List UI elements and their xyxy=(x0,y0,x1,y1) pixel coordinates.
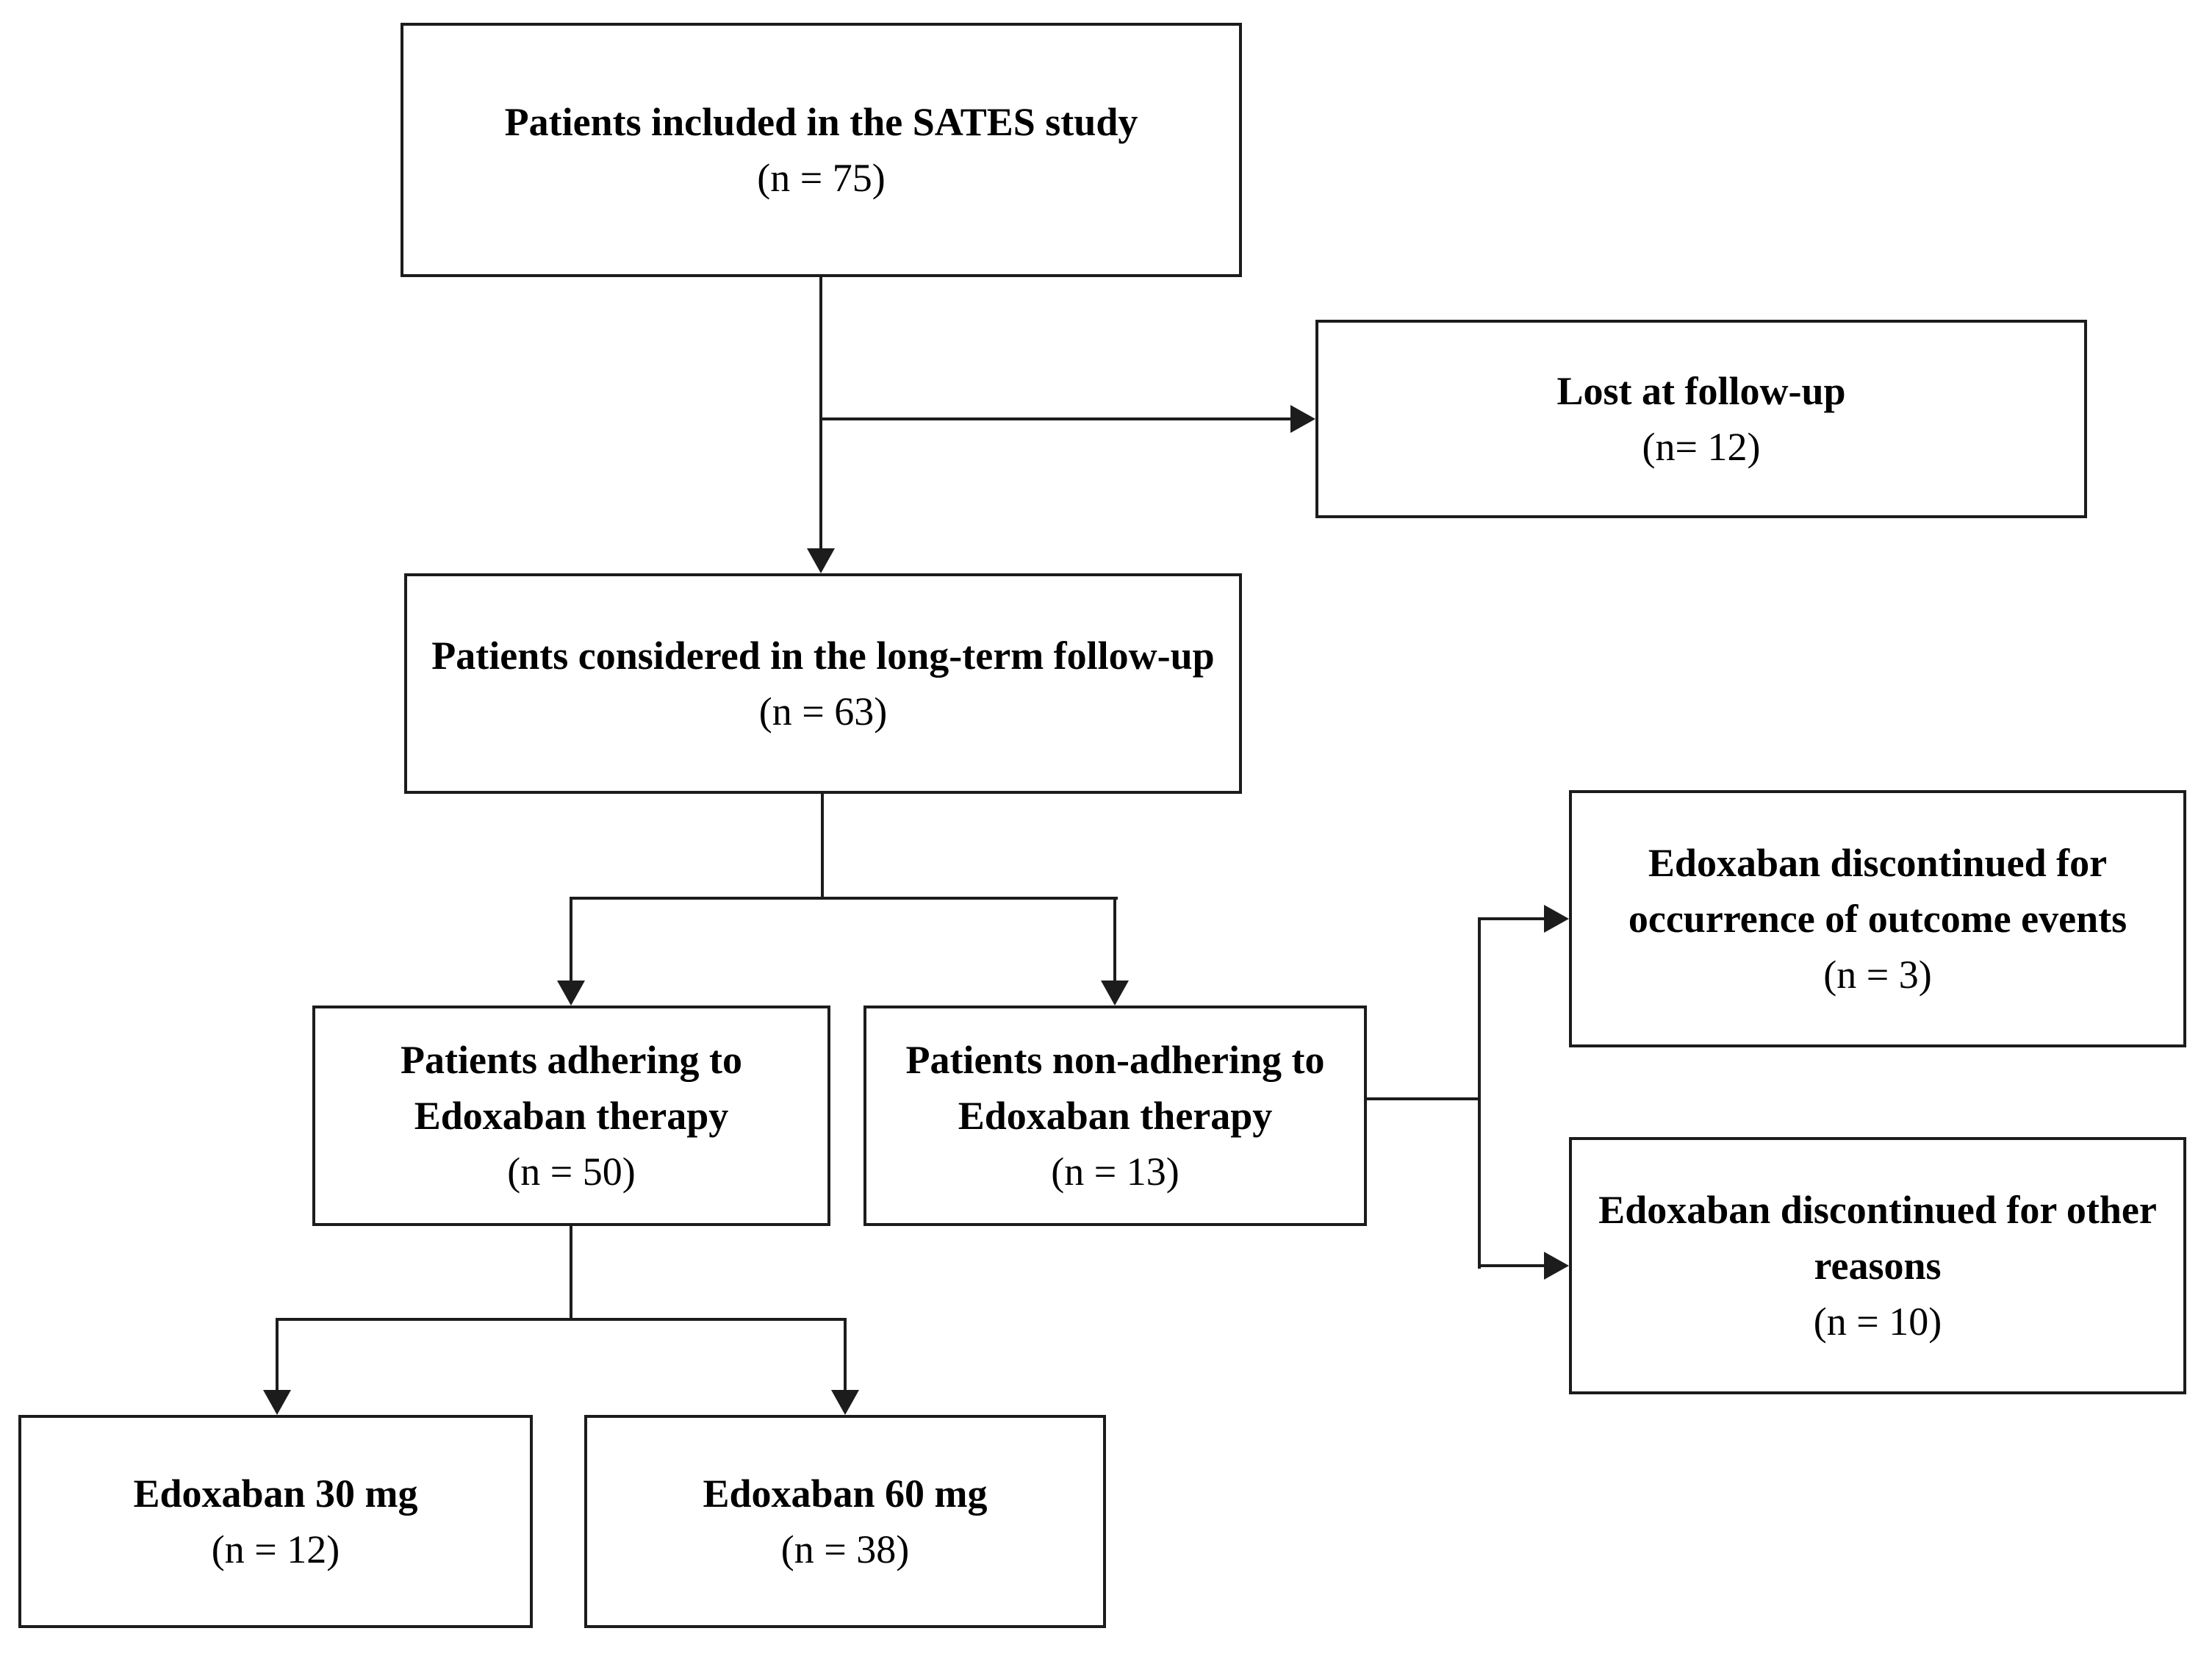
node-sates-study-label: Patients included in the SATES study xyxy=(504,100,1138,144)
node-edoxaban-30mg-count: (n = 12) xyxy=(211,1527,340,1571)
connector-sates-to-lost xyxy=(819,417,1293,420)
node-edoxaban-60mg-count: (n = 38) xyxy=(780,1527,910,1571)
arrowhead-into-edoxaban-60mg xyxy=(831,1390,859,1415)
node-non-adhering: Patients non-adhering to Edoxaban therap… xyxy=(863,1006,1367,1226)
node-lost-follow-up-count: (n= 12) xyxy=(1642,425,1761,469)
arrowhead-into-edoxaban-30mg xyxy=(263,1390,291,1415)
connector-to-edoxaban-60mg xyxy=(844,1318,847,1391)
connector-longterm-split-bar xyxy=(570,897,1118,900)
node-longterm-follow-up: Patients considered in the long-term fol… xyxy=(404,573,1242,794)
node-longterm-follow-up-label: Patients considered in the long-term fol… xyxy=(431,634,1215,678)
arrowhead-into-disc-outcome xyxy=(1544,905,1569,933)
connector-discontinued-bracket xyxy=(1478,917,1481,1269)
connector-longterm-stem xyxy=(821,794,824,900)
node-adhering-label: Patients adhering to Edoxaban therapy xyxy=(401,1038,742,1138)
node-non-adhering-count: (n = 13) xyxy=(1051,1150,1179,1194)
connector-dose-split-bar xyxy=(276,1318,847,1321)
node-adhering: Patients adhering to Edoxaban therapy (n… xyxy=(312,1006,830,1226)
node-edoxaban-30mg-label: Edoxaban 30 mg xyxy=(133,1472,418,1516)
arrowhead-into-non-adhering xyxy=(1101,981,1129,1006)
node-discontinued-outcome-events: Edoxaban discontinued for occurrence of … xyxy=(1569,790,2186,1047)
node-lost-follow-up-label: Lost at follow-up xyxy=(1556,369,1846,413)
connector-sates-to-longterm xyxy=(819,277,822,551)
connector-to-non-adhering xyxy=(1113,897,1116,982)
arrowhead-into-lost xyxy=(1290,405,1315,433)
node-discontinued-other-reasons-count: (n = 10) xyxy=(1813,1300,1942,1344)
node-discontinued-other-reasons: Edoxaban discontinued for other reasons … xyxy=(1569,1137,2186,1394)
node-non-adhering-label: Patients non-adhering to Edoxaban therap… xyxy=(905,1038,1325,1138)
arrowhead-into-adhering xyxy=(557,981,585,1006)
connector-to-edoxaban-30mg xyxy=(276,1318,279,1391)
node-edoxaban-30mg: Edoxaban 30 mg (n = 12) xyxy=(18,1415,533,1628)
connector-to-disc-other xyxy=(1478,1264,1545,1267)
connector-to-adhering xyxy=(570,897,572,982)
connector-non-adhering-stem xyxy=(1367,1097,1481,1100)
node-adhering-count: (n = 50) xyxy=(507,1150,636,1194)
arrowhead-into-disc-other xyxy=(1544,1252,1569,1280)
node-discontinued-outcome-events-count: (n = 3) xyxy=(1823,953,1932,997)
node-discontinued-outcome-events-label: Edoxaban discontinued for occurrence of … xyxy=(1628,841,2127,941)
arrowhead-into-longterm xyxy=(807,548,835,573)
node-longterm-follow-up-count: (n = 63) xyxy=(758,689,888,734)
node-edoxaban-60mg: Edoxaban 60 mg (n = 38) xyxy=(584,1415,1106,1628)
node-discontinued-other-reasons-label: Edoxaban discontinued for other reasons xyxy=(1598,1188,2157,1288)
node-sates-study: Patients included in the SATES study (n … xyxy=(401,23,1242,277)
connector-adhering-stem xyxy=(570,1226,572,1321)
node-edoxaban-60mg-label: Edoxaban 60 mg xyxy=(703,1472,988,1516)
node-lost-follow-up: Lost at follow-up (n= 12) xyxy=(1315,320,2087,518)
connector-to-disc-outcome xyxy=(1478,917,1545,920)
node-sates-study-count: (n = 75) xyxy=(757,156,886,200)
